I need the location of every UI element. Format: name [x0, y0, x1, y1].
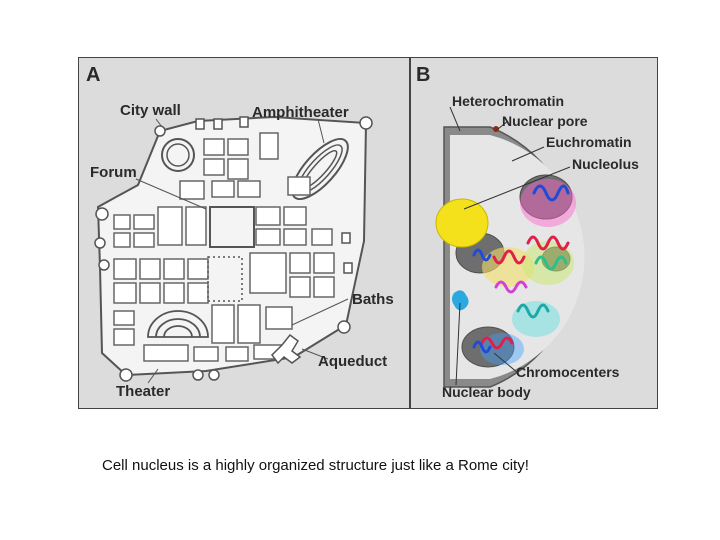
panel-b-letter: B	[416, 64, 430, 86]
panel-b-leaders	[449, 106, 571, 386]
theater-label: Theater	[116, 383, 170, 400]
amphitheater-label: Amphitheater	[252, 104, 349, 121]
nuclear-pore-dot	[493, 126, 499, 132]
nuclear-body-label: Nuclear body	[442, 384, 531, 400]
forum-label: Forum	[90, 164, 137, 181]
stadium-grid	[207, 256, 243, 302]
nucleolus-label: Nucleolus	[572, 156, 639, 172]
panel-a: A	[86, 64, 394, 400]
nuclear-pore-label: Nuclear pore	[502, 113, 588, 129]
baths-shape	[271, 333, 302, 365]
aqueduct-label: Aqueduct	[318, 353, 387, 370]
nuclear-body-blob	[452, 290, 469, 311]
chromatin-fibers	[472, 184, 570, 354]
euchromatin-label: Euchromatin	[546, 134, 632, 150]
nucleolus-blob	[435, 198, 489, 248]
heterochromatin-label: Heterochromatin	[452, 93, 564, 109]
city-wall-label: City wall	[120, 102, 181, 119]
wall-towers	[94, 116, 373, 382]
figure-caption: Cell nucleus is a highly organized struc…	[102, 457, 529, 474]
forum-circle	[161, 138, 195, 172]
panel-a-leaders	[135, 118, 349, 384]
baths-label: Baths	[352, 291, 394, 308]
panel-b: B	[416, 64, 639, 400]
theater-shape	[147, 310, 209, 338]
chromocenters-label: Chromocenters	[516, 364, 620, 380]
forum-block	[209, 206, 255, 248]
figure-rome-vs-nucleus: A	[78, 57, 658, 409]
panel-a-letter: A	[86, 64, 100, 86]
